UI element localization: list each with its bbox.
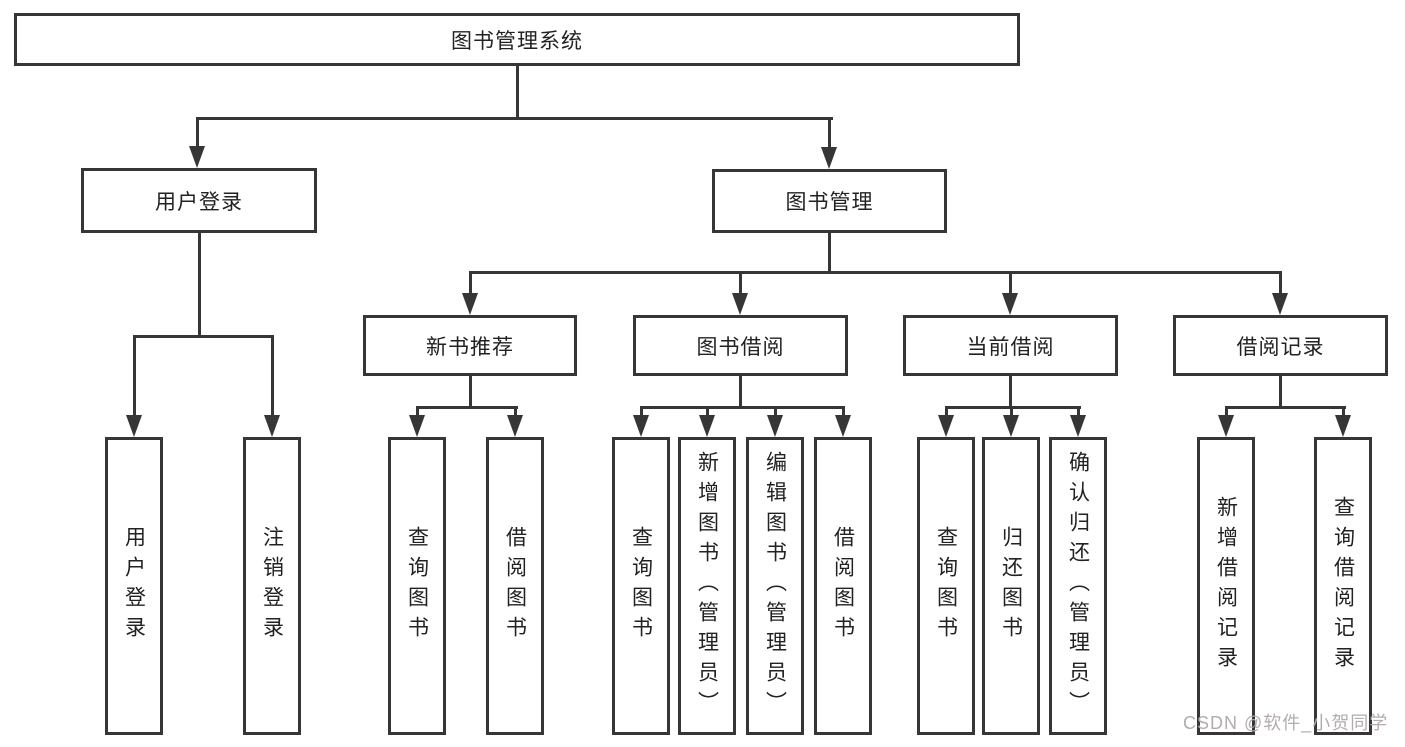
arrow-down-icon bbox=[189, 146, 205, 168]
node-current-borrowing: 当前借阅 bbox=[903, 315, 1118, 376]
connector-line bbox=[640, 406, 845, 409]
arrow-down-icon bbox=[1272, 293, 1288, 315]
node-book-management: 图书管理 bbox=[712, 169, 947, 233]
connector-line bbox=[1010, 406, 1013, 420]
connector-line bbox=[416, 406, 419, 420]
node-label: 借阅记录 bbox=[1236, 335, 1325, 359]
connector-line bbox=[828, 117, 831, 150]
node-label: 用户登录 bbox=[155, 190, 243, 214]
arrow-down-icon bbox=[732, 293, 748, 315]
connector-line bbox=[469, 271, 472, 297]
arrow-down-icon bbox=[699, 415, 715, 437]
arrow-down-icon bbox=[835, 415, 851, 437]
leaf-label: 查询图书 bbox=[934, 526, 958, 646]
leaf-label: 用户登录 bbox=[122, 526, 146, 646]
node-book-borrowing: 图书借阅 bbox=[633, 315, 848, 376]
connector-line bbox=[133, 335, 274, 338]
connector-line bbox=[1225, 406, 1346, 409]
leaf-label: 注销登录 bbox=[260, 526, 284, 646]
leaf-query-books-recommend: 查询图书 bbox=[388, 437, 446, 735]
connector-line bbox=[1279, 271, 1282, 297]
leaf-return-books: 归还图书 bbox=[982, 437, 1040, 735]
arrow-down-icon bbox=[1070, 415, 1086, 437]
connector-line bbox=[945, 406, 1081, 409]
connector-line bbox=[1009, 376, 1012, 409]
arrow-down-icon bbox=[462, 293, 478, 315]
arrow-down-icon bbox=[409, 415, 425, 437]
leaf-label: 查询借阅记录 bbox=[1331, 496, 1355, 676]
leaf-label: 归还图书 bbox=[999, 526, 1023, 646]
connector-line bbox=[1225, 406, 1228, 420]
leaf-label: 编辑图书（管理员） bbox=[763, 451, 787, 721]
node-label: 图书管理 bbox=[785, 191, 874, 214]
connector-line bbox=[416, 406, 518, 409]
arrow-down-icon bbox=[1002, 293, 1018, 315]
leaf-query-books-current: 查询图书 bbox=[917, 437, 975, 735]
arrow-down-icon bbox=[938, 415, 954, 437]
leaf-logout: 注销登录 bbox=[243, 437, 301, 735]
arrow-down-icon bbox=[1218, 415, 1234, 437]
connector-line bbox=[1279, 376, 1282, 409]
connector-line bbox=[469, 271, 1282, 274]
leaf-confirm-return-admin: 确认归还（管理员） bbox=[1049, 437, 1107, 735]
leaf-label: 借阅图书 bbox=[831, 526, 855, 646]
leaf-add-borrow-record: 新增借阅记录 bbox=[1197, 437, 1255, 735]
connector-line bbox=[196, 117, 199, 149]
connector-line bbox=[516, 66, 519, 119]
connector-line bbox=[739, 376, 742, 409]
node-library-management-system: 图书管理系统 bbox=[14, 13, 1020, 66]
leaf-label: 确认归还（管理员） bbox=[1066, 451, 1090, 721]
arrow-down-icon bbox=[126, 415, 142, 437]
connector-line bbox=[1009, 271, 1012, 297]
leaf-query-borrow-record: 查询借阅记录 bbox=[1314, 437, 1372, 735]
connector-line bbox=[945, 406, 948, 420]
node-label: 当前借阅 bbox=[966, 335, 1055, 359]
node-user-login: 用户登录 bbox=[81, 168, 317, 233]
arrow-down-icon bbox=[767, 415, 783, 437]
leaf-user-login: 用户登录 bbox=[105, 437, 163, 735]
connector-line bbox=[1342, 406, 1345, 420]
connector-line bbox=[828, 233, 831, 274]
leaf-label: 新增借阅记录 bbox=[1214, 496, 1238, 676]
arrow-down-icon bbox=[821, 147, 837, 169]
connector-line bbox=[640, 406, 643, 420]
leaf-query-books-borrowing: 查询图书 bbox=[612, 437, 670, 735]
connector-line bbox=[133, 335, 136, 417]
connector-line bbox=[706, 406, 709, 420]
connector-line bbox=[774, 406, 777, 420]
arrow-down-icon bbox=[264, 415, 280, 437]
node-borrowing-records: 借阅记录 bbox=[1173, 315, 1388, 376]
connector-line bbox=[271, 335, 274, 417]
connector-line bbox=[1077, 406, 1080, 420]
connector-line bbox=[196, 117, 833, 120]
leaf-label: 借阅图书 bbox=[503, 526, 527, 646]
leaf-borrow-books: 借阅图书 bbox=[814, 437, 872, 735]
connector-line bbox=[469, 376, 472, 409]
leaf-add-books-admin: 新增图书（管理员） bbox=[678, 437, 736, 735]
arrow-down-icon bbox=[1003, 415, 1019, 437]
node-label: 图书管理系统 bbox=[451, 29, 583, 53]
leaf-label: 查询图书 bbox=[405, 526, 429, 646]
arrow-down-icon bbox=[507, 415, 523, 437]
leaf-borrow-books-recommend: 借阅图书 bbox=[486, 437, 544, 735]
node-new-book-recommend: 新书推荐 bbox=[363, 315, 577, 376]
leaf-label: 查询图书 bbox=[629, 526, 653, 646]
arrow-down-icon bbox=[1335, 415, 1351, 437]
csdn-watermark: CSDN @软件_小贺同学 bbox=[1183, 713, 1389, 733]
connector-line bbox=[739, 271, 742, 297]
arrow-down-icon bbox=[633, 415, 649, 437]
leaf-edit-books-admin: 编辑图书（管理员） bbox=[746, 437, 804, 735]
connector-line bbox=[514, 406, 517, 420]
connector-line bbox=[198, 233, 201, 338]
node-label: 图书借阅 bbox=[696, 335, 785, 359]
leaf-label: 新增图书（管理员） bbox=[695, 451, 719, 721]
node-label: 新书推荐 bbox=[426, 335, 514, 359]
connector-line bbox=[842, 406, 845, 420]
